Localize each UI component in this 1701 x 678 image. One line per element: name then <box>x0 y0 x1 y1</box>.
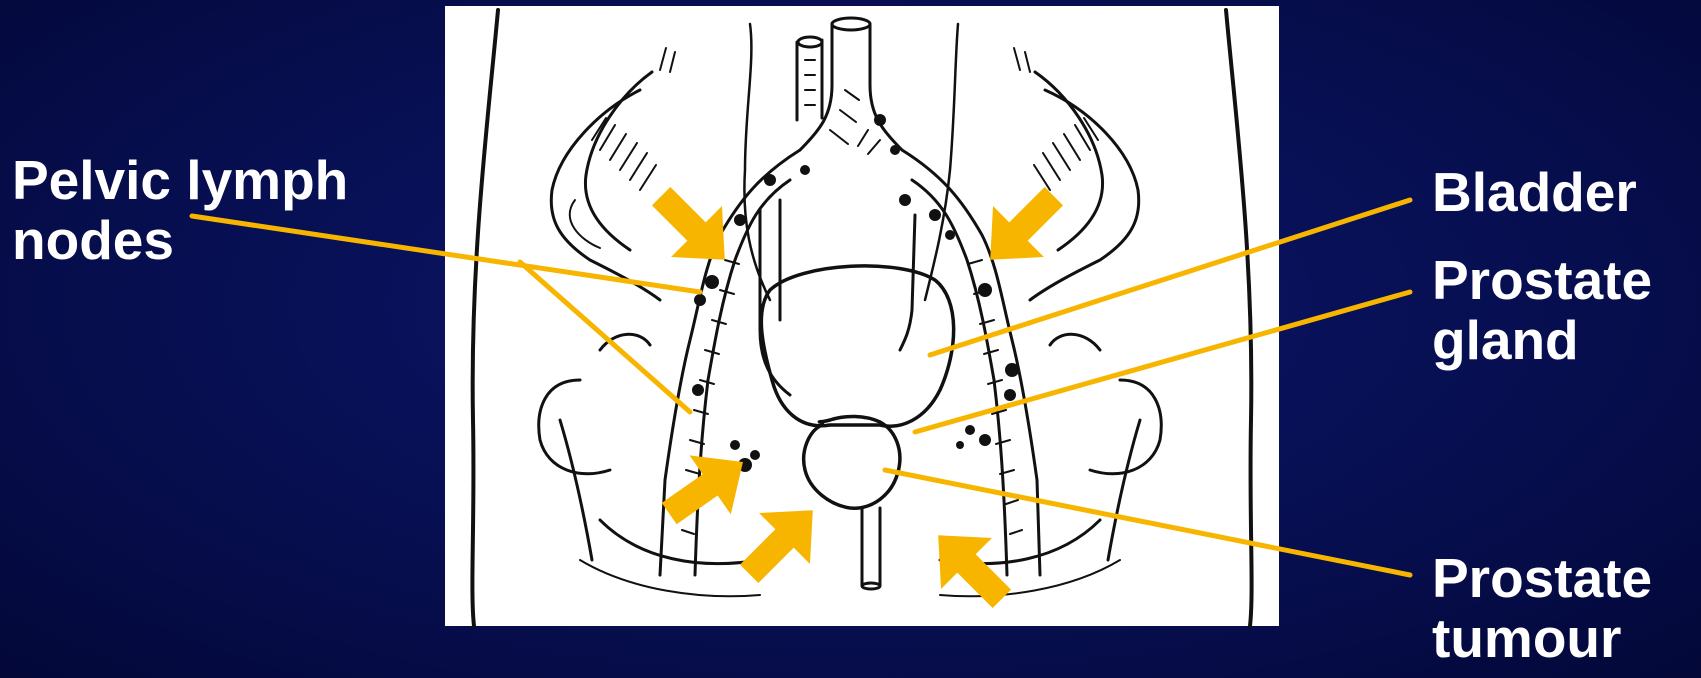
diagram-canvas <box>0 0 1701 678</box>
slide: Pelvic lymph nodes Bladder Prostate glan… <box>0 0 1701 678</box>
